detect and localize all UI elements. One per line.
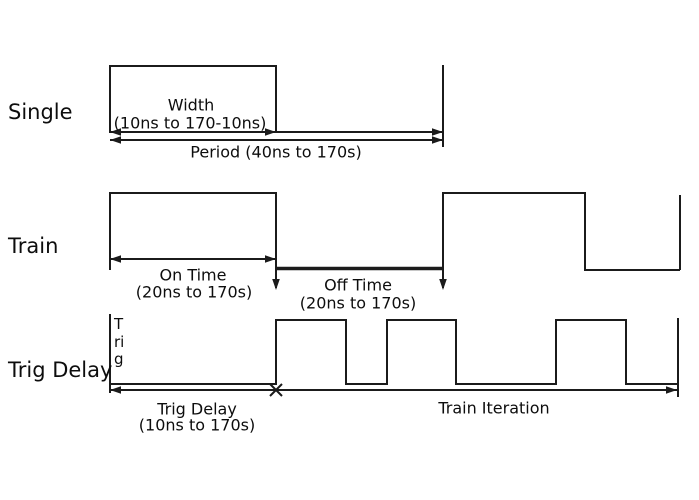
trig-delay-arrow-left-icon (110, 386, 121, 394)
period-label: Period (40ns to 170s) (190, 142, 362, 162)
train-iteration-label: Train Iteration (438, 398, 550, 418)
off-time-range-label: (20ns to 170s) (299, 293, 417, 313)
single-arrowheads (110, 128, 443, 144)
width-arrow-left-icon (110, 128, 121, 136)
train-pulse2-outline (442, 192, 680, 288)
period-arrow-left-icon (110, 136, 121, 144)
train-arrowheads (110, 255, 447, 290)
train-waveform (109, 192, 681, 288)
row-label-trig-delay: Trig Delay (8, 358, 113, 382)
on-time-arrow-left-icon (110, 255, 121, 263)
baseline-arrow-right-icon (432, 128, 443, 136)
dimension-cross-mark (269, 383, 283, 397)
trig-delay-pulse-train (110, 319, 678, 385)
width-arrow-right-icon (265, 128, 276, 136)
period-arrow-right-icon (432, 136, 443, 144)
single-pulse-outline (109, 65, 277, 133)
on-time-label: On Time (159, 265, 227, 285)
train-pulse1-outline (109, 192, 277, 288)
width-label: Width (167, 95, 215, 115)
trigger-vertical-label: Trig (114, 315, 125, 368)
off-time-label: Off Time (324, 275, 392, 295)
off-time-arrow-right-down-icon (439, 279, 447, 290)
train-iteration-arrow-right-icon (666, 386, 677, 394)
trig-delay-range-label: (10ns to 170s) (138, 415, 256, 435)
off-time-arrow-left-down-icon (272, 279, 280, 290)
on-time-arrow-right-icon (265, 255, 276, 263)
row-label-train: Train (8, 234, 59, 258)
trig-delay-arrowheads (110, 386, 677, 394)
width-range-label: (10ns to 170-10ns) (113, 113, 267, 133)
single-waveform (109, 65, 444, 147)
trig-delay-label: Trig Delay (157, 399, 237, 419)
trig-delay-waveform (109, 314, 679, 397)
row-label-single: Single (8, 100, 73, 124)
on-time-range-label: (20ns to 170s) (135, 282, 253, 302)
